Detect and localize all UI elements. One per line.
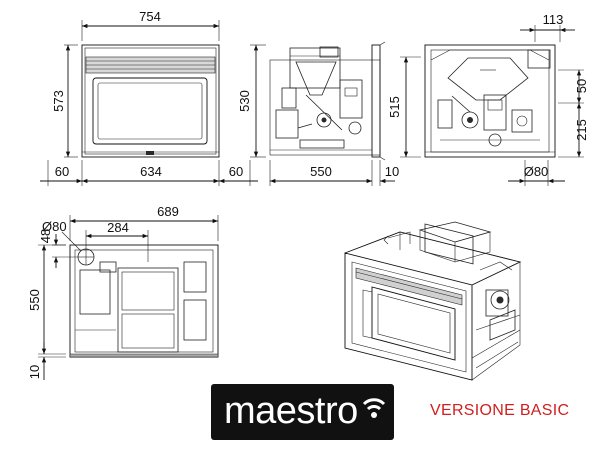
isometric-view [344, 221, 522, 381]
dim-width-overall: 754 [139, 9, 161, 24]
side-view: 530 550 10 [237, 41, 399, 186]
dim-top-bottom-offset: 10 [27, 365, 42, 379]
top-view: Ø80 689 284 48 550 10 [27, 204, 219, 380]
wifi-icon [362, 398, 386, 418]
version-label: VERSIONE BASIC [430, 402, 570, 419]
dim-side-left: 60 [55, 164, 69, 179]
dim-rear-right-lower: 215 [574, 119, 589, 141]
dim-rear-pipe: Ø80 [524, 164, 549, 179]
dim-top-pipe: Ø80 [42, 219, 67, 234]
brand-logo: maestro [211, 384, 394, 440]
front-grille [86, 60, 215, 70]
dim-height: 573 [51, 90, 66, 112]
dim-width-inner: 634 [140, 164, 162, 179]
dim-side-height: 530 [237, 90, 252, 112]
dim-side-depth: 550 [310, 164, 332, 179]
dim-top-pipe-offset: 284 [107, 220, 129, 235]
dim-rear-height: 515 [387, 96, 402, 118]
dim-top-depth: 550 [27, 289, 42, 311]
brand-logo-text: maestro [224, 390, 358, 432]
dim-top-width: 689 [157, 204, 179, 219]
dim-side-right: 60 [229, 164, 243, 179]
dim-side-offset: 10 [385, 164, 399, 179]
rear-view: 515 113 50 215 Ø80 [387, 12, 589, 186]
dim-rear-right-upper: 50 [574, 79, 589, 93]
dim-rear-top-right: 113 [543, 12, 564, 27]
front-view: 754 573 60 634 60 [40, 9, 258, 186]
dim-top-left-upper: 48 [38, 229, 53, 243]
